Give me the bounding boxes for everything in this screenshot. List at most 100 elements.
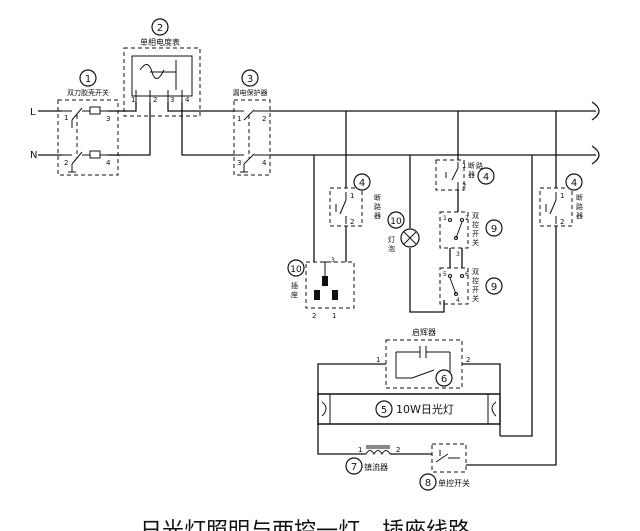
leakage-box [233,99,271,176]
wire-fluor-neutral [500,155,533,437]
wire-meter-2-out [167,102,234,112]
svg-text:3: 3 [456,251,460,258]
svg-text:1: 1 [358,446,362,454]
wire-tube-to-ballast [317,424,366,455]
svg-text:2: 2 [153,96,157,104]
meter-label: 单相电度表 [140,37,180,47]
label-n: N [30,150,37,161]
svg-text:1: 1 [131,96,135,104]
breaker-c-symbol [545,192,557,224]
svg-text:1: 1 [376,356,380,364]
socket-symbol [314,261,338,300]
diagram-caption: 日光灯照明与两控一灯、插座线路 [140,519,470,531]
svg-text:1: 1 [64,114,68,122]
svg-text:10: 10 [390,217,402,227]
svg-text:1: 1 [332,312,336,320]
single-switch-symbol [435,450,460,463]
svg-text:2: 2 [396,446,400,454]
wire-meter-3 [124,102,151,156]
svg-text:1: 1 [443,215,447,222]
marker-4b [477,167,495,185]
dual-switch-b-symbol [448,274,464,296]
breaker-b-box [435,159,465,191]
svg-text:3: 3 [106,115,110,123]
leakage-label: 漏电保护器 [233,88,268,97]
svg-text:1: 1 [560,192,564,200]
svg-text:3: 3 [237,159,241,167]
dual-switch-a-label: 双控开关 [472,212,479,247]
svg-text:4: 4 [483,172,489,183]
label-l: L [30,107,36,118]
marker-8 [419,473,437,491]
ballast-symbol [365,445,391,456]
svg-text:6: 6 [465,271,469,278]
knife-switch-symbol [62,106,108,173]
marker-5 [375,400,393,418]
svg-text:2: 2 [560,218,564,226]
svg-text:1: 1 [350,192,354,200]
marker-9a [485,219,503,237]
starter-label: 启辉器 [412,327,436,337]
knife-switch-box [57,99,119,176]
meter-symbol [131,55,193,102]
wire-lamp-bottom [409,248,445,313]
knife-switch-label: 双刀胶壳开关 [67,88,109,97]
svg-text:2: 2 [262,115,266,123]
wire-starter-right [462,363,501,394]
breaker-b-symbol [445,162,459,190]
svg-text:3: 3 [331,257,335,264]
marker-10a [287,259,305,277]
marker-1 [79,69,97,87]
wire-meter-1 [124,102,137,112]
marker-2 [151,18,169,36]
marker-10b [387,211,405,229]
socket-box [305,261,355,309]
svg-text:2: 2 [350,218,354,226]
svg-text:2: 2 [157,23,163,34]
marker-3 [241,69,259,87]
wire-to-single-switch [466,226,557,466]
breaker-b-label: 断路器 [468,161,483,179]
ballast-label: 镇流器 [364,462,388,472]
filament-right [491,401,497,417]
svg-text:4: 4 [185,96,190,104]
svg-text:4: 4 [571,178,577,189]
wire-meter-4-out [181,102,234,156]
single-switch-label: 单控开关 [438,478,470,488]
svg-text:5: 5 [443,271,447,278]
marker-4c [565,173,583,191]
marker-7 [345,457,363,475]
svg-text:3: 3 [247,74,253,85]
bus-live-arrow [591,101,600,121]
meter-box [123,47,201,117]
svg-text:4: 4 [456,297,460,304]
svg-text:1: 1 [237,115,241,123]
fluorescent-tube [317,393,501,425]
svg-text:2: 2 [312,312,316,320]
svg-text:2: 2 [466,356,470,364]
dual-switch-b-box [439,267,469,305]
lamp-label: 灯泡 [388,235,395,253]
svg-text:1: 1 [462,162,466,170]
svg-text:6: 6 [441,374,447,385]
breaker-a-symbol [335,192,347,224]
svg-text:4: 4 [262,159,267,167]
svg-text:9: 9 [491,224,497,235]
dual-switch-a-symbol [448,218,464,240]
svg-text:4: 4 [359,178,365,189]
marker-9b [485,277,503,295]
breaker-a-label: 断路器 [374,193,381,220]
svg-text:3: 3 [170,96,174,104]
leakage-symbol [234,109,270,173]
svg-text:2: 2 [64,159,68,167]
svg-text:2: 2 [465,215,469,222]
socket-label: 插座 [291,281,298,299]
svg-text:5: 5 [381,405,387,416]
marker-4a [353,173,371,191]
bus-neutral-arrow [591,145,600,165]
single-switch-box [431,443,467,473]
svg-text:2: 2 [462,182,466,190]
svg-text:10: 10 [290,265,302,275]
